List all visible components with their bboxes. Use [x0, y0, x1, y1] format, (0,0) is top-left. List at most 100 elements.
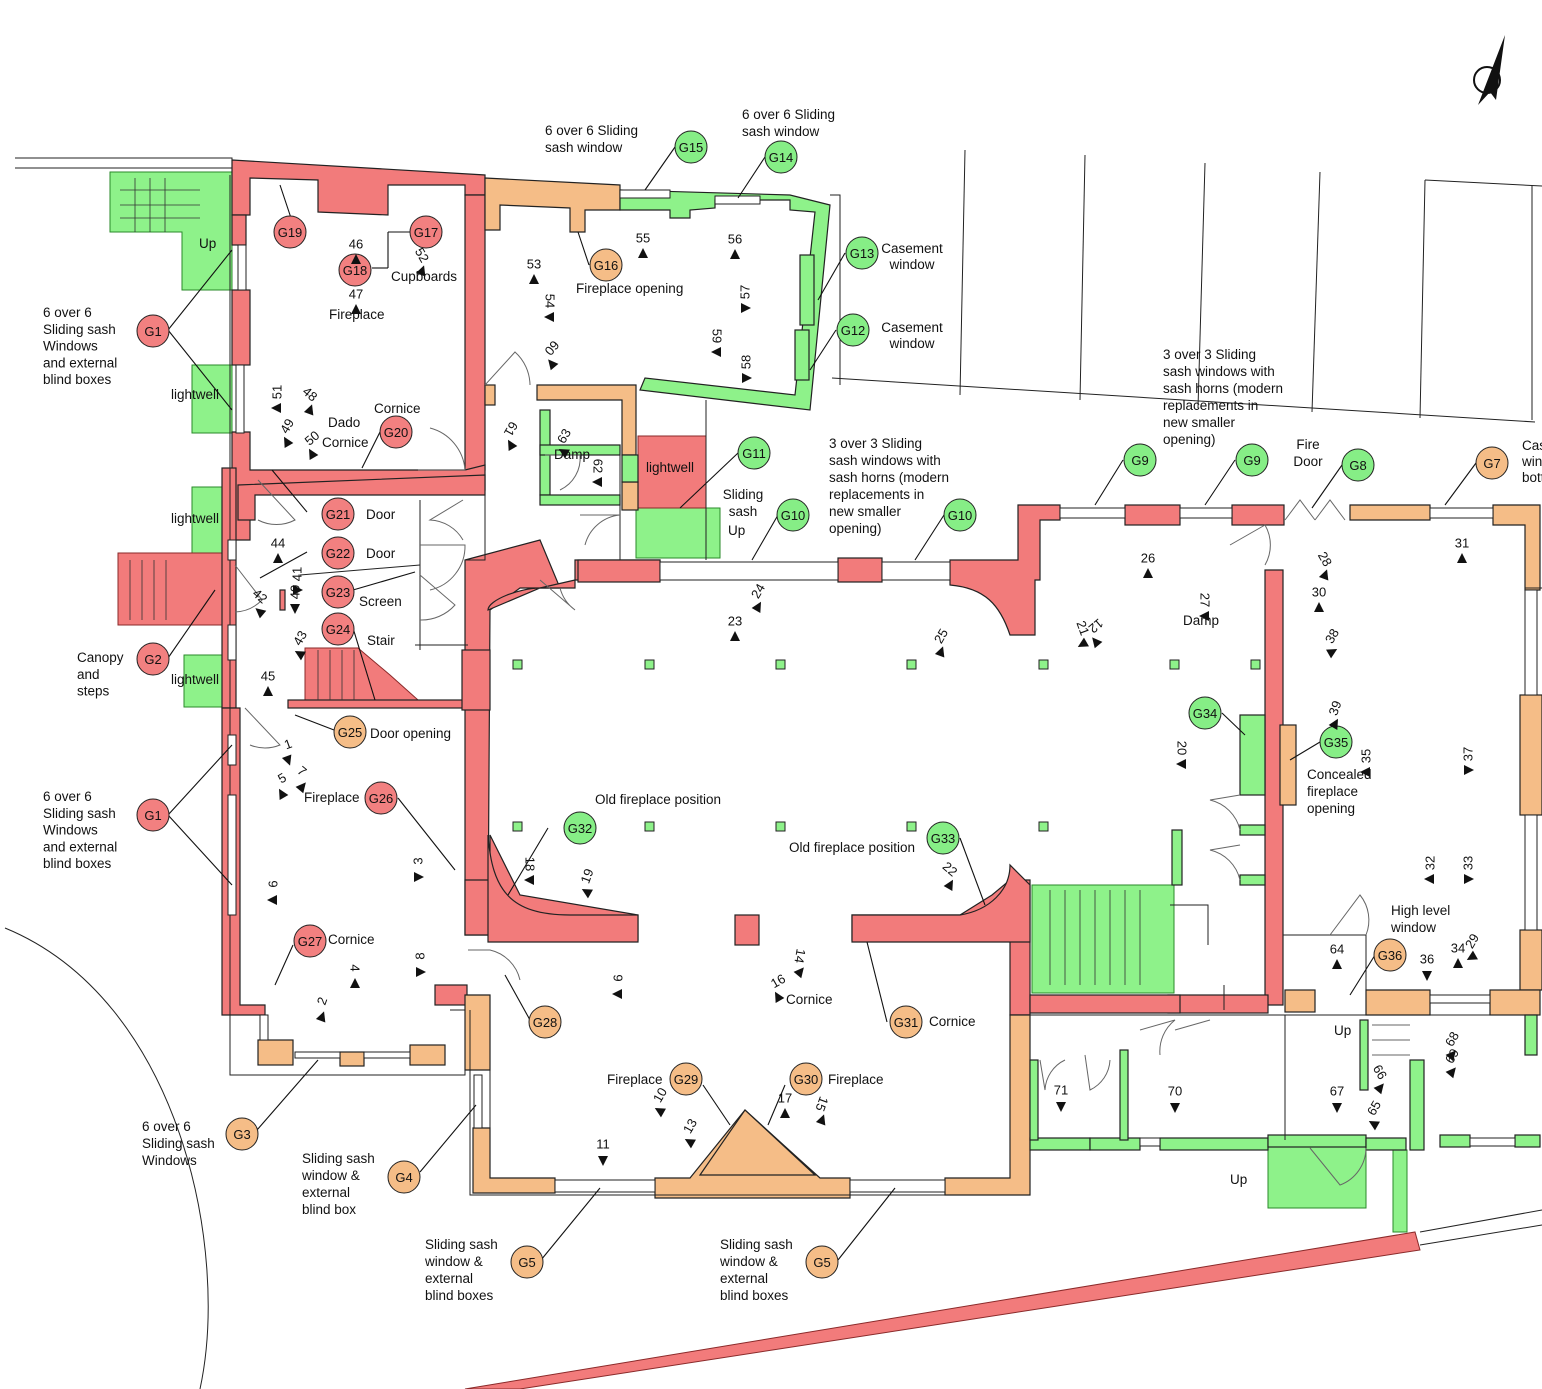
- marker-g25: G25: [333, 715, 367, 749]
- marker-g26: G26: [364, 781, 398, 815]
- svg-text:60: 60: [542, 338, 563, 359]
- viewpoint-44: 44: [271, 536, 285, 563]
- svg-text:G2: G2: [144, 652, 161, 667]
- svg-text:71: 71: [1054, 1083, 1068, 1098]
- marker-g18: G18: [338, 253, 372, 287]
- svg-text:11: 11: [596, 1137, 610, 1152]
- marker-g1b: G1: [136, 798, 170, 832]
- svg-text:37: 37: [1461, 747, 1476, 761]
- viewpoint-65: 65: [1364, 1098, 1384, 1131]
- viewpoint-53: 53: [527, 257, 541, 284]
- viewpoint-42: 42: [250, 586, 270, 619]
- svg-text:30: 30: [1312, 585, 1326, 600]
- viewpoint-21: 21: [1073, 619, 1093, 647]
- svg-text:10: 10: [650, 1085, 670, 1105]
- viewpoint-32: 32: [1423, 856, 1438, 884]
- label-g7: Caswinbotto: [1521, 438, 1542, 485]
- marker-g22: G22: [321, 536, 355, 570]
- viewpoint-61: 61: [501, 419, 521, 451]
- marker-g30: G30: [789, 1062, 823, 1096]
- marker-g11: G11: [737, 436, 771, 470]
- label-g32: Old fireplace position: [595, 792, 721, 807]
- viewpoint-18: 18: [523, 857, 538, 885]
- marker-g17: G17: [409, 215, 443, 249]
- svg-text:G25: G25: [338, 725, 363, 740]
- viewpoint-24: 24: [748, 581, 768, 613]
- viewpoint-47: 47: [349, 287, 363, 314]
- svg-text:G5: G5: [518, 1255, 535, 1270]
- svg-text:G29: G29: [674, 1072, 699, 1087]
- marker-g2: G2: [136, 642, 170, 676]
- viewpoint-58: 58: [739, 355, 754, 383]
- viewpoint-50: 50: [302, 428, 322, 460]
- viewpoint-71: 71: [1054, 1083, 1068, 1112]
- viewpoint-10: 10: [650, 1085, 670, 1118]
- svg-text:28: 28: [1315, 549, 1335, 569]
- viewpoint-28: 28: [1315, 549, 1335, 581]
- svg-text:13: 13: [680, 1116, 700, 1136]
- svg-text:44: 44: [271, 536, 285, 551]
- svg-text:G8: G8: [1349, 458, 1366, 473]
- marker-g31: G31: [889, 1005, 923, 1039]
- site-boundary: [4, 149, 1542, 1389]
- windows: [227, 189, 1538, 1193]
- svg-text:47: 47: [349, 287, 363, 302]
- walls-green: [539, 189, 1541, 1151]
- viewpoint-27: 27: [1198, 593, 1213, 621]
- svg-text:52: 52: [412, 245, 432, 265]
- viewpoint-59: 59: [710, 329, 725, 357]
- label-g20-a: Cornice: [374, 401, 421, 416]
- viewpoint-13: 13: [680, 1116, 700, 1149]
- svg-text:G33: G33: [931, 831, 956, 846]
- viewpoint-62: 62: [591, 459, 606, 487]
- walls-orange: [257, 177, 1542, 1199]
- viewpoint-60: 60: [542, 338, 563, 371]
- label-g26: Fireplace: [304, 790, 360, 805]
- marker-g36: G36: [1373, 938, 1407, 972]
- svg-text:14: 14: [791, 948, 808, 965]
- marker-g34: G34: [1188, 696, 1222, 730]
- svg-text:21: 21: [1073, 619, 1092, 638]
- svg-text:18: 18: [523, 857, 538, 871]
- svg-text:64: 64: [1330, 942, 1344, 957]
- marker-g27: G27: [293, 924, 327, 958]
- svg-text:56: 56: [728, 232, 742, 247]
- viewpoint-49: 49: [277, 416, 297, 448]
- svg-text:39: 39: [1325, 699, 1344, 718]
- marker-g35: G35: [1319, 725, 1353, 759]
- svg-text:G23: G23: [326, 585, 351, 600]
- viewpoints-layer: 1234567891011121314151617181920212223242…: [250, 231, 1482, 1166]
- marker-g5b: G5: [805, 1245, 839, 1279]
- viewpoint-57: 57: [738, 285, 753, 313]
- green-stair-core: [1031, 884, 1175, 994]
- svg-text:65: 65: [1364, 1098, 1384, 1118]
- viewpoint-68: 68: [1442, 1029, 1462, 1062]
- svg-text:G17: G17: [414, 225, 439, 240]
- svg-text:G3: G3: [233, 1127, 250, 1142]
- svg-text:3: 3: [411, 857, 426, 864]
- svg-text:G7: G7: [1483, 456, 1500, 471]
- svg-text:17: 17: [778, 1091, 792, 1106]
- svg-text:48: 48: [300, 384, 321, 405]
- viewpoint-23: 23: [728, 614, 742, 641]
- viewpoint-1: 1: [281, 736, 294, 766]
- viewpoint-14: 14: [791, 948, 809, 979]
- label-lightwell-3: lightwell: [646, 460, 694, 475]
- walls-red: [221, 159, 1285, 1016]
- svg-text:55: 55: [636, 231, 650, 246]
- viewpoint-30: 30: [1312, 585, 1326, 612]
- viewpoint-63: 63: [554, 426, 574, 459]
- svg-text:51: 51: [270, 385, 285, 399]
- marker-g21: G21: [321, 497, 355, 531]
- viewpoint-39: 39: [1325, 699, 1345, 730]
- viewpoint-29: 29: [1462, 931, 1482, 960]
- svg-text:29: 29: [1462, 931, 1482, 951]
